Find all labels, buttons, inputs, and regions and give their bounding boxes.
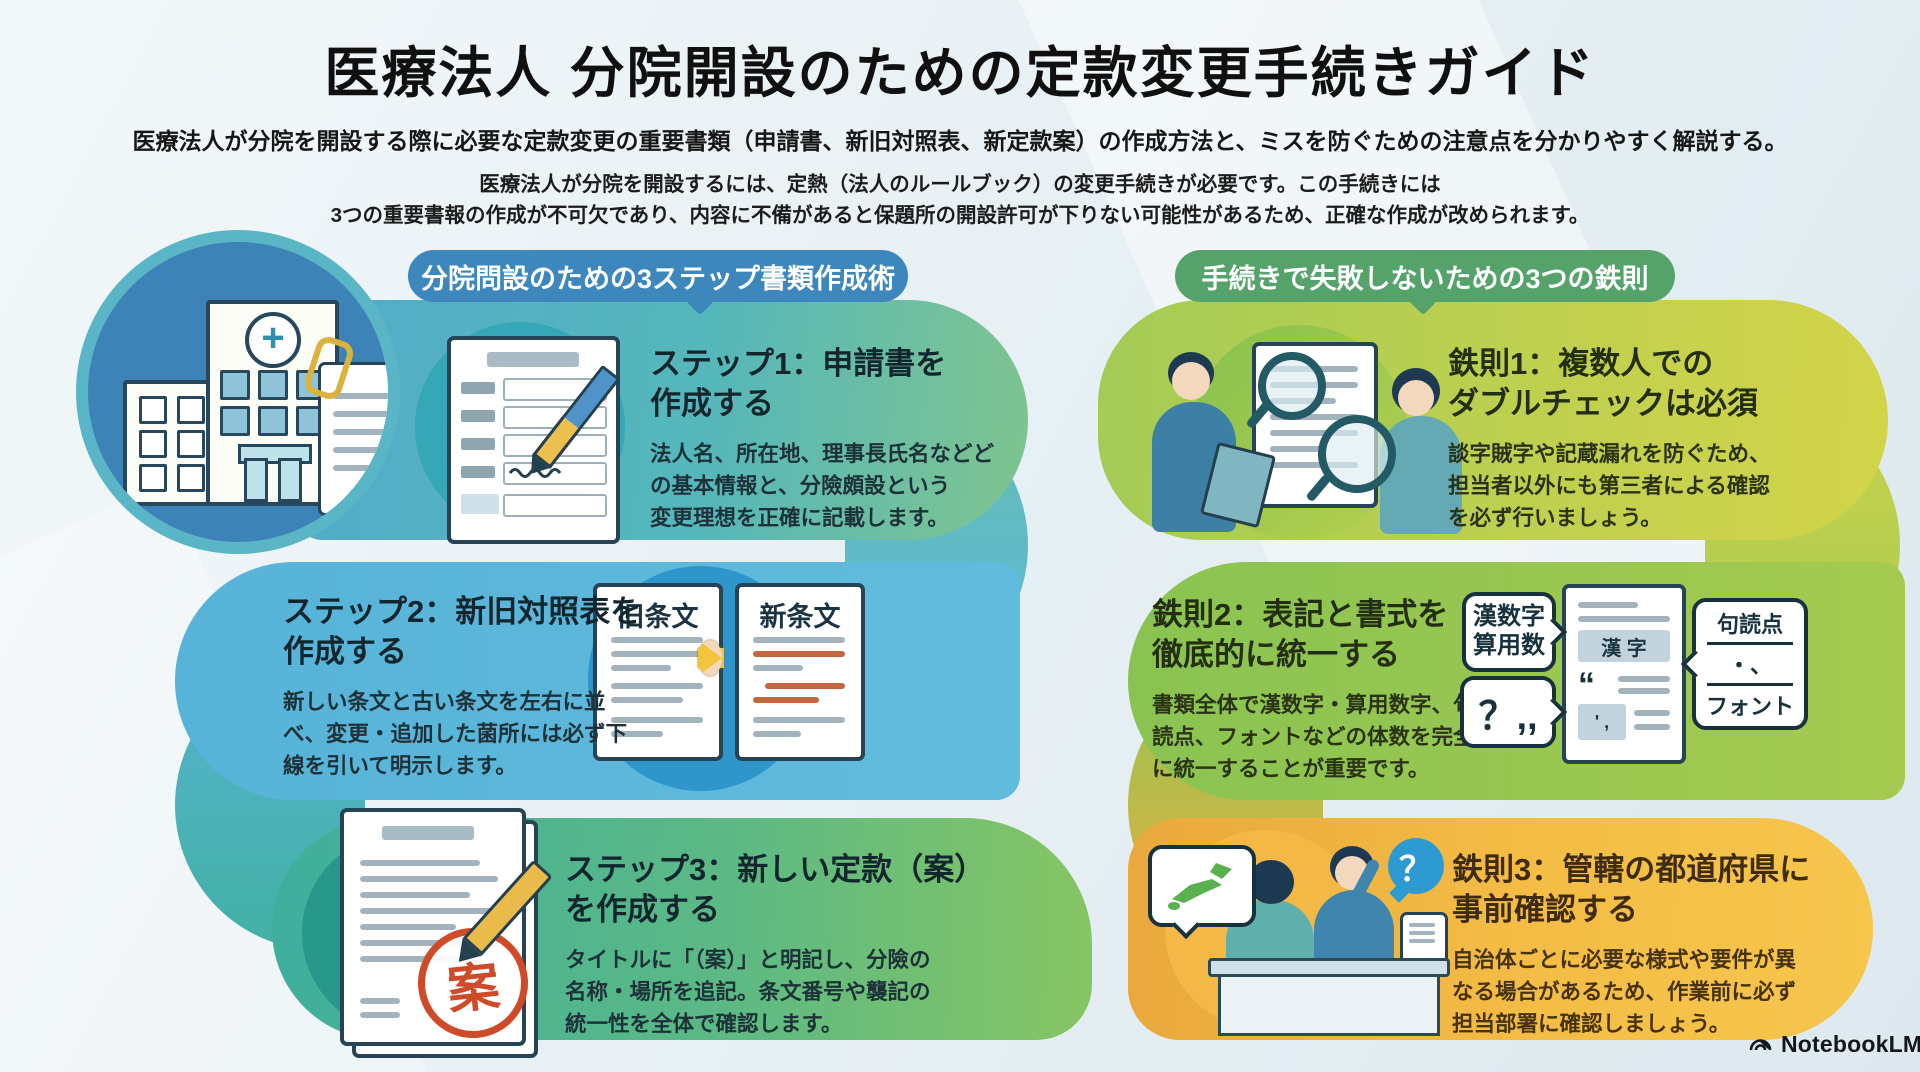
rule2-title: 鉄則2：表記と書式を bbox=[1152, 597, 1449, 632]
question-bubble: ？ bbox=[1388, 838, 1444, 894]
step1-title: ステップ1：申請書を bbox=[650, 346, 947, 381]
counter-sign bbox=[1400, 912, 1448, 964]
magnifier-icon bbox=[1318, 415, 1396, 493]
japan-map-bubble bbox=[1148, 845, 1256, 940]
signature-squiggle bbox=[508, 468, 562, 478]
application-form-pen-icon bbox=[447, 336, 620, 544]
rule1-text: 鉄則1：複数人での ダブルチェックは必須 談字賊字や記蔵漏れを防ぐため、 担当者… bbox=[1448, 346, 1771, 531]
step1-text: ステップ1：申請書を 作成する 法人名、所在地、理事長氏名などど の基本情報と、… bbox=[650, 346, 995, 531]
intro-line-1: 医療法人が分院を開設するには、定熱（法人のルールブック）の変更手続きが必要です。… bbox=[479, 173, 1441, 196]
rule2-text: 鉄則2：表記と書式を 徹底的に統一する 書類全体で漢数字・算用数字、句 読点、フ… bbox=[1152, 597, 1475, 782]
kanji-numeral-bubble: 漢数字 算用数 bbox=[1462, 592, 1568, 672]
step2-text: ステップ2：新旧対照表を 作成する 新しい条文と古い条文を左右に並 べ、変更・追… bbox=[283, 594, 642, 779]
step2-title: 作成する bbox=[283, 634, 407, 670]
page-subtitle: 医療法人が分院を開設する際に必要な定款変更の重要書類（申請書、新旧対照表、新定款… bbox=[132, 128, 1788, 154]
step3-text: ステップ3：新しい定款（案） を作成する タイトルに「（案）」と明記し、分險の … bbox=[565, 852, 986, 1037]
rule3-text: 鉄則3：管轄の都道府県に 事前確認する 自治体ごとに必要な様式や要件が異 なる場… bbox=[1452, 852, 1811, 1037]
old-clause-document: 旧条文 bbox=[593, 583, 723, 761]
japan-map-icon bbox=[1168, 863, 1232, 910]
page-title: 医療法人 分院開設のための定款変更手続きガイド bbox=[324, 42, 1596, 104]
magnifier-icon bbox=[1258, 352, 1326, 420]
notation-style-doc-icon: 漢 字 “ ' , bbox=[1562, 584, 1686, 764]
stacked-documents bbox=[318, 362, 388, 516]
step3-title: ステップ3：新しい定款（案） bbox=[565, 852, 986, 887]
hospital-documents-icon: + bbox=[88, 242, 388, 542]
old-clause-label: 旧条文 bbox=[617, 602, 699, 632]
step1-title: 作成する bbox=[650, 386, 774, 422]
new-clause-label: 新条文 bbox=[759, 602, 841, 632]
new-clause-document: 新条文 bbox=[735, 583, 865, 761]
hospital-main-building: + bbox=[206, 300, 339, 506]
checker-man-head bbox=[1172, 362, 1210, 400]
rule2-title: 徹底的に統一する bbox=[1152, 637, 1400, 673]
rule1-title: ダブルチェックは必須 bbox=[1448, 386, 1758, 422]
reception-desk bbox=[1208, 958, 1450, 977]
rule3-title: 事前確認する bbox=[1452, 892, 1638, 928]
receptionist-body bbox=[1314, 890, 1394, 965]
left-section-badge-label: 分院問設のための3ステップ書類作成術 bbox=[420, 263, 895, 294]
right-section-badge: 手続きで失敗しないための3つの鉄則 bbox=[1175, 250, 1675, 316]
checker-woman-head bbox=[1398, 380, 1434, 416]
punctuation-font-bubble: 句読点 ・、 フォント bbox=[1680, 598, 1808, 730]
rule3-title: 鉄則3：管轄の都道府県に bbox=[1452, 852, 1811, 887]
step3-title: を作成する bbox=[565, 892, 720, 928]
medical-cross-icon: + bbox=[245, 312, 301, 368]
notebooklm-logo-icon bbox=[1749, 1038, 1772, 1050]
intro-paragraph: 医療法人が分院を開設するには、定熱（法人のルールブック）の変更手続きが必要です。… bbox=[0, 170, 1920, 232]
reception-desk-front bbox=[1218, 971, 1440, 1036]
intro-line-2: 3つの重要書報の作成が不可欠であり、内容に不備があると保題所の開設許可が下りない… bbox=[330, 203, 1590, 227]
brand-footer: NotebookLM bbox=[1748, 1031, 1920, 1058]
step2-title: ステップ2：新旧対照表を bbox=[283, 594, 642, 629]
rule1-title: 鉄則1：複数人での bbox=[1448, 346, 1714, 381]
punctuation-question-bubble: ？,, bbox=[1460, 676, 1568, 748]
left-section-badge: 分院問設のための3ステップ書類作成術 bbox=[408, 250, 908, 316]
brand-name: NotebookLM bbox=[1781, 1031, 1920, 1057]
transform-arrow-icon bbox=[698, 640, 724, 676]
checker-woman-body bbox=[1380, 416, 1462, 534]
